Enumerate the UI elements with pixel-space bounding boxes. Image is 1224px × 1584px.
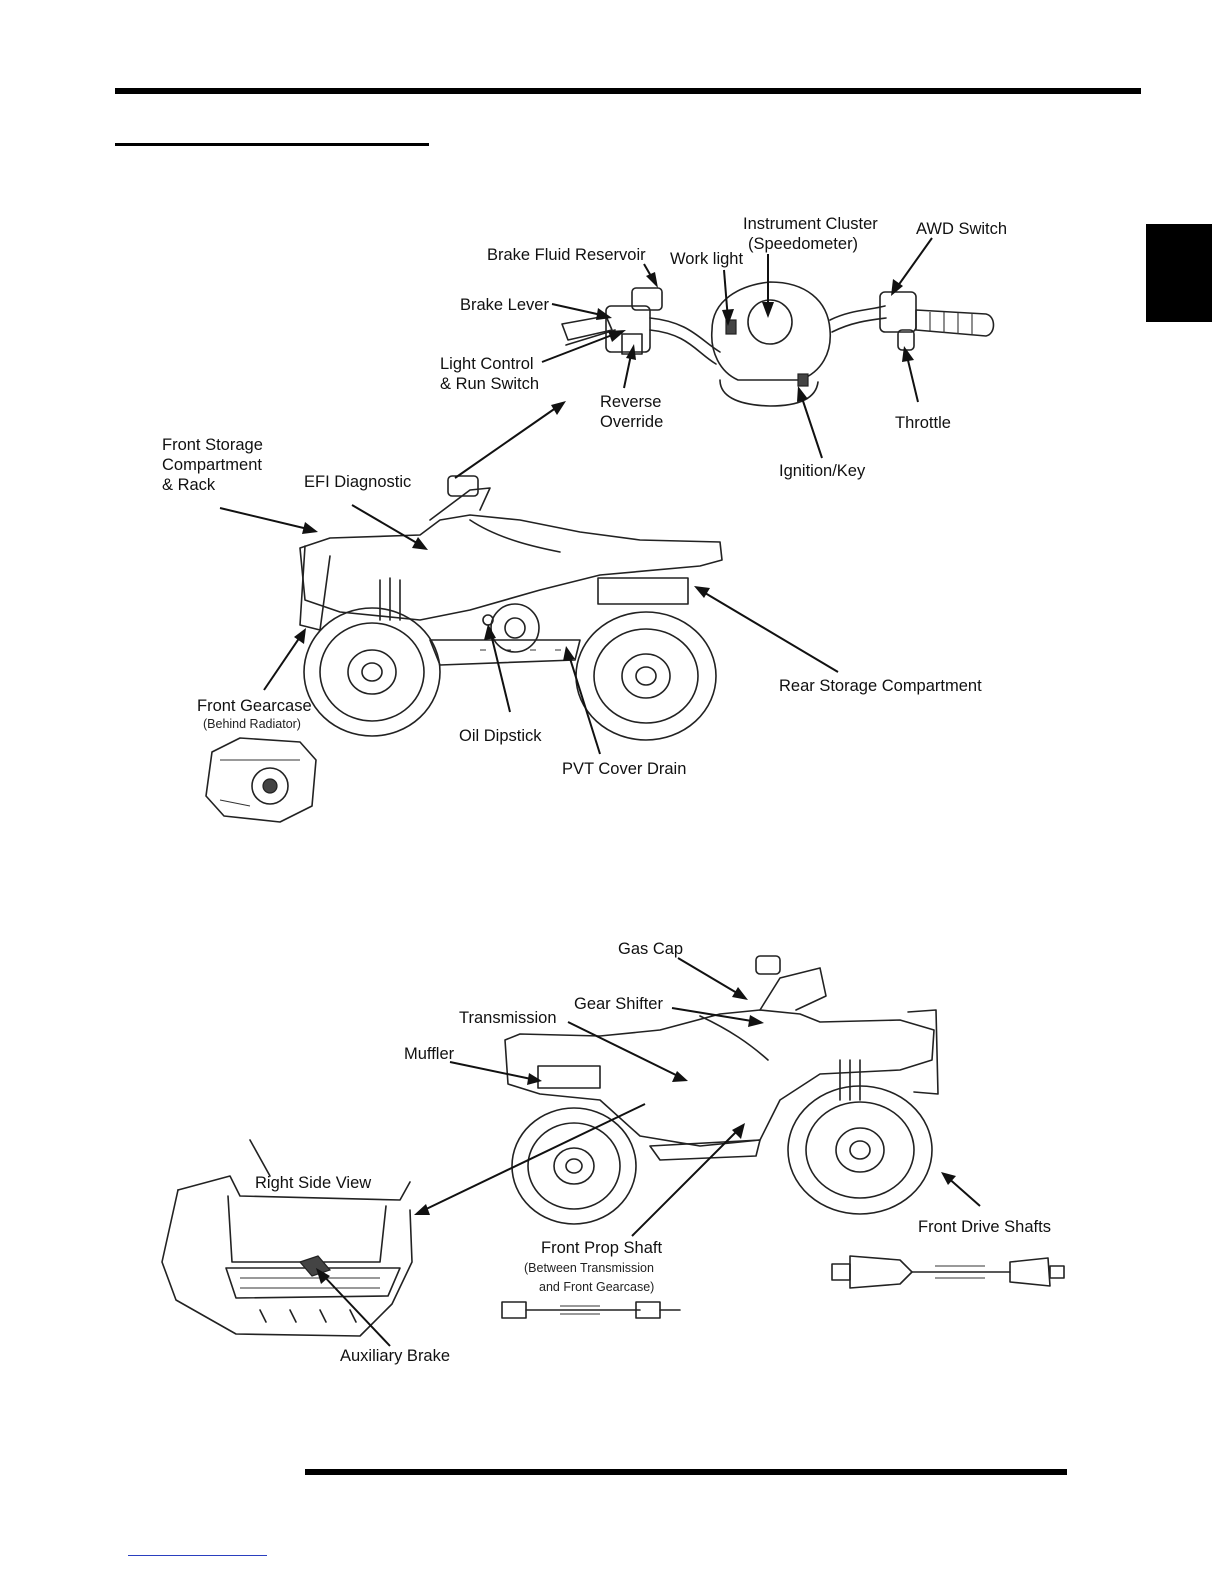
top-labels: Instrument Cluster (Speedometer) AWD Swi… — [162, 215, 1007, 778]
label-oil-dipstick: Oil Dipstick — [459, 727, 542, 745]
label-brake-fluid-reservoir: Brake Fluid Reservoir — [487, 246, 646, 264]
label-front-prop-shaft-note-2: and Front Gearcase) — [539, 1280, 654, 1294]
footer-link-underline — [128, 1555, 267, 1556]
label-gas-cap: Gas Cap — [618, 940, 683, 958]
label-transmission: Transmission — [459, 1009, 557, 1027]
label-rear-storage: Rear Storage Compartment — [779, 677, 982, 695]
atv-left-side-illustration — [299, 475, 723, 741]
label-muffler: Muffler — [404, 1045, 455, 1063]
bottom-arrowheads — [316, 987, 956, 1284]
label-light-control-1: Light Control — [440, 355, 534, 373]
chapter-tab — [1146, 224, 1212, 322]
label-pvt-cover-drain: PVT Cover Drain — [562, 760, 686, 778]
label-instrument-cluster-1: Instrument Cluster — [743, 215, 878, 233]
label-right-side-view: Right Side View — [255, 1174, 371, 1192]
label-front-prop-shaft-note-1: (Between Transmission — [524, 1261, 654, 1275]
front-drive-shafts-picture — [831, 1255, 1065, 1289]
top-arrowheads — [294, 272, 914, 661]
label-brake-lever: Brake Lever — [460, 296, 549, 314]
label-ignition-key: Ignition/Key — [779, 462, 866, 480]
bottom-leader-lines — [319, 957, 981, 1347]
label-auxiliary-brake: Auxiliary Brake — [340, 1347, 450, 1365]
label-front-storage-3: & Rack — [162, 476, 216, 494]
label-work-light: Work light — [670, 250, 743, 268]
label-front-storage-2: Compartment — [162, 456, 262, 474]
section-title-underline — [115, 143, 429, 146]
label-instrument-cluster-2: (Speedometer) — [748, 235, 858, 253]
atv-right-side-illustration — [504, 955, 939, 1225]
label-reverse-override-1: Reverse — [600, 393, 661, 411]
label-front-storage-1: Front Storage — [162, 436, 263, 454]
label-throttle: Throttle — [895, 414, 951, 432]
label-efi-diagnostic: EFI Diagnostic — [304, 473, 411, 491]
label-light-control-2: & Run Switch — [440, 375, 539, 393]
header-rule — [115, 88, 1141, 94]
right-side-view-inset — [161, 1139, 413, 1337]
top-leader-lines — [219, 237, 933, 755]
footer-rule — [305, 1469, 1067, 1475]
label-front-gearcase-note: (Behind Radiator) — [203, 717, 301, 731]
handlebar-illustration — [561, 281, 995, 407]
label-gear-shifter: Gear Shifter — [574, 995, 663, 1013]
label-reverse-override-2: Override — [600, 413, 663, 431]
label-awd-switch: AWD Switch — [916, 220, 1007, 238]
label-front-gearcase: Front Gearcase — [197, 697, 312, 715]
bottom-labels: Gas Cap Gear Shifter Transmission Muffle… — [255, 940, 1051, 1365]
front-prop-shaft-picture — [501, 1301, 681, 1319]
front-gearcase-picture — [205, 737, 317, 823]
label-front-prop-shaft: Front Prop Shaft — [541, 1239, 662, 1257]
label-front-drive-shafts: Front Drive Shafts — [918, 1218, 1051, 1236]
